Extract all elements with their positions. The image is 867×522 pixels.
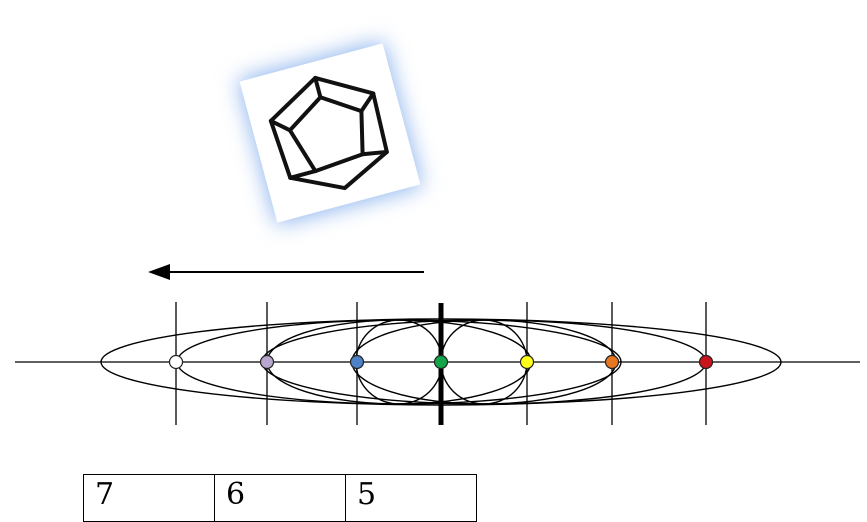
marker-empty (168, 354, 184, 370)
marker-lilac (259, 354, 275, 370)
direction-arrow (148, 264, 424, 280)
marker-yellow (519, 354, 535, 370)
marker-orange (604, 354, 620, 370)
table-cell: 5 (345, 474, 477, 522)
orbit-ellipse (100, 318, 782, 406)
marker-blue (349, 354, 365, 370)
arrow-left-icon (148, 264, 170, 280)
marker-red (698, 354, 714, 370)
pentagon-thumbnail (238, 41, 422, 225)
table-cell: 7 (83, 474, 215, 522)
marker-group (168, 354, 714, 370)
marker-green (433, 354, 449, 370)
number-table: 7 6 5 (83, 474, 477, 522)
thumbnail-frame (239, 43, 421, 223)
table-cell: 6 (214, 474, 346, 522)
pentagon-outline-icon (268, 75, 389, 191)
